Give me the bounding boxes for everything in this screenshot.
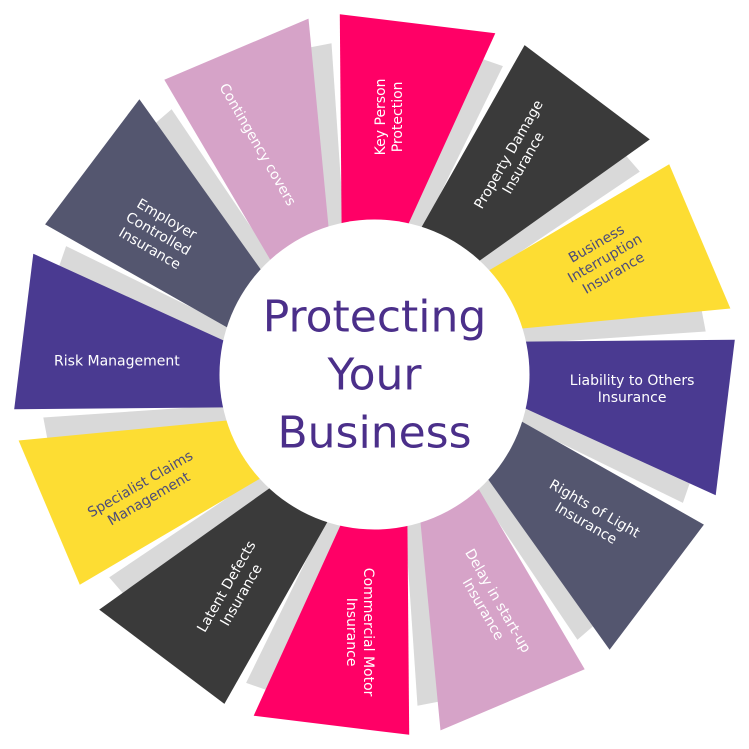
segment-label-0: Key PersonProtection (373, 78, 406, 155)
segment-2 (486, 164, 731, 329)
segment-8 (18, 420, 263, 585)
center-title-line: Protecting (263, 292, 487, 343)
segment-label-line: Risk Management (54, 353, 180, 369)
segment-label-line: Commercial Motor (360, 568, 376, 697)
center-title-line: Your (327, 350, 423, 401)
segment-connector (53, 246, 231, 344)
segment-5 (420, 486, 585, 731)
segment-label-9: Risk Management (54, 353, 180, 369)
center-title-line: Business (277, 408, 471, 459)
segment-10 (45, 99, 263, 329)
segment-label-line: Insurance (343, 598, 359, 667)
segment-label-6: Commercial MotorInsurance (343, 568, 376, 697)
segment-connector (405, 53, 503, 231)
segment-label-line: Key Person (373, 78, 389, 155)
segment-11 (164, 18, 329, 263)
segment-9 (14, 253, 227, 410)
segment-label-line: Insurance (598, 390, 667, 406)
center-hub (219, 219, 530, 530)
segment-label-line: Liability to Others (570, 373, 695, 389)
segment-4 (486, 420, 704, 650)
segment-7 (99, 486, 329, 704)
segment-connector (246, 518, 344, 696)
segment-connector (518, 405, 696, 503)
segment-1 (420, 45, 650, 263)
segment-label-line: Protection (390, 81, 406, 152)
segment-3 (522, 339, 735, 496)
segment-6 (253, 522, 410, 735)
segment-0 (339, 14, 496, 227)
